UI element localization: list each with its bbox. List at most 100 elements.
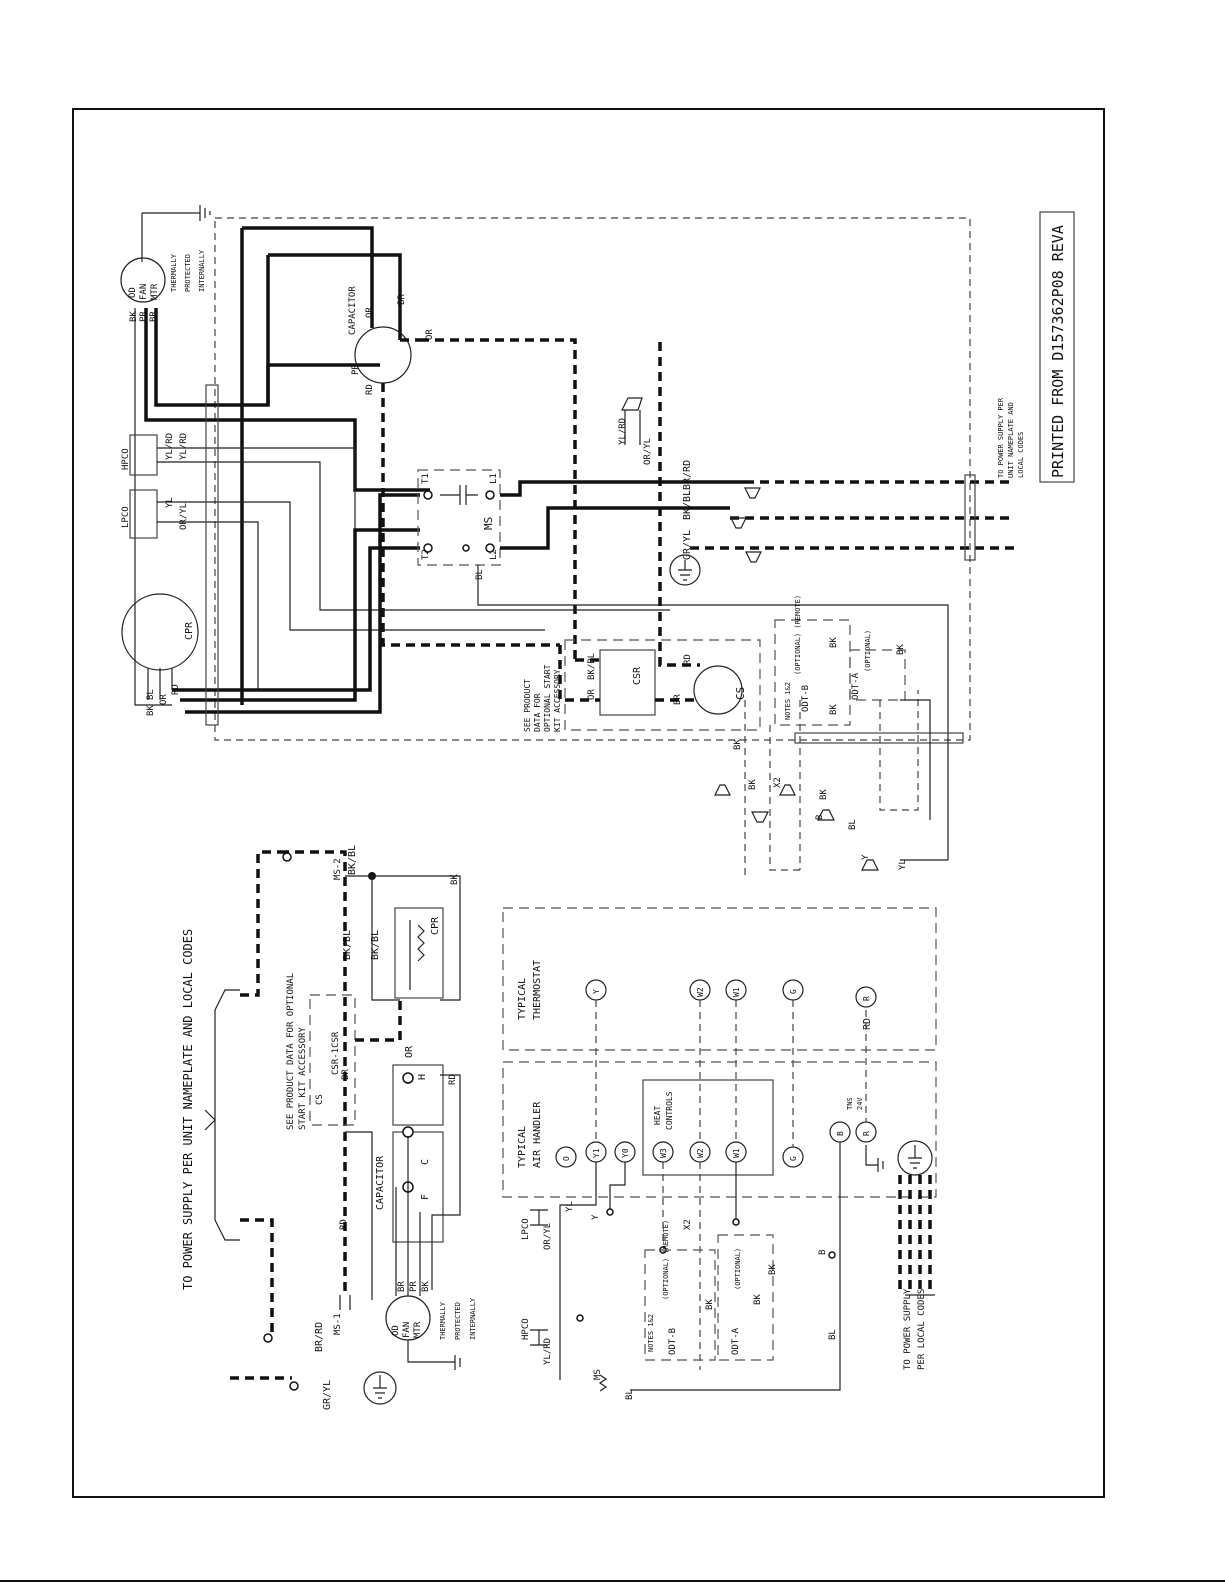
- lpco-wire-2: OR/YL: [179, 503, 189, 530]
- upper-capacitor-label: CAPACITOR: [348, 286, 358, 335]
- power-brace: [204, 989, 240, 1241]
- kit-note-2: OPTIONAL START: [543, 664, 552, 732]
- upper-fan-wire-br: BR: [149, 311, 159, 322]
- air-handler-title-1: AIR HANDLER: [532, 1101, 543, 1168]
- lower-supply-2: [240, 1218, 274, 1336]
- lower-ms1: MS-1: [333, 1313, 343, 1335]
- lower-label-bkbl-top: BK/BL: [347, 845, 358, 875]
- tstat-term-r: [855, 986, 877, 1008]
- odt-bk-2: BK: [829, 704, 839, 715]
- stamp-text: PRINTED FROM D157362P08 REVA: [1049, 225, 1067, 478]
- ms-t1: T1: [421, 473, 431, 484]
- ctl-hpco: HPCO: [521, 1318, 531, 1340]
- plug-label-oryl: OR/YL: [643, 438, 653, 465]
- line-plugs: [730, 487, 762, 563]
- lower-odt-bk-3: BK: [768, 1264, 778, 1275]
- lower-bkbl-line: [371, 876, 400, 1001]
- ctl-node-5: [828, 1251, 836, 1259]
- lower-capacitor-box: [392, 1131, 444, 1243]
- line-label-gryl: GR/YL: [682, 530, 693, 560]
- upper-power-note-0: TO POWER SUPPLY PER: [997, 397, 1005, 478]
- lower-odt-bk-2: BK: [753, 1294, 763, 1305]
- cap-wire-or2: OR: [425, 329, 435, 340]
- lower-h: H: [417, 1074, 428, 1080]
- lower-capacitor: CAPACITOR: [375, 1155, 386, 1210]
- chassis-bar: [205, 384, 219, 726]
- lower-start-kit-box: [309, 994, 356, 1126]
- lower-odt-a-opt: (OPTIONAL): [734, 1248, 742, 1290]
- odt-bk-3: BK: [896, 644, 906, 655]
- lower-cpr: CPR: [430, 916, 441, 935]
- upper-capacitor-circle: [354, 326, 412, 384]
- odt-notes: NOTES 1&2: [784, 682, 792, 720]
- upper-odt: NOTES 1&2 ODT-B (OPTIONAL) (REMOTE) ODT-…: [774, 595, 906, 726]
- ah-w1: W1: [732, 1148, 741, 1158]
- lower-odt-notes: NOTES 1&2: [647, 1314, 655, 1352]
- ctl-bl-wire: [630, 1142, 841, 1391]
- cap-rd-dash: [381, 383, 560, 647]
- lower-cap-h-box: [392, 1064, 444, 1126]
- lpco-wire-line-2: [157, 521, 259, 690]
- contactor-box: [417, 469, 501, 566]
- lower-odt-a-box: [717, 1234, 774, 1361]
- odt-a-opt: (OPTIONAL): [864, 630, 872, 672]
- cap-wire-rd: RD: [365, 384, 375, 395]
- csr-box: [599, 649, 656, 716]
- ctl-hpco-switch: [530, 1329, 548, 1346]
- lower-odt-bk-1: BK: [705, 1299, 715, 1310]
- upper-diagram: PRINTED FROM D157362P08 REVA OD FAN MTR …: [120, 205, 1075, 880]
- ah-b: B: [836, 1131, 845, 1136]
- ctl-node-2: [606, 1208, 614, 1216]
- cpr-leads: [147, 668, 173, 700]
- cpr-to-t1: [185, 493, 420, 714]
- lower-bkbl-b: BK/BL: [370, 930, 381, 960]
- lower-label-brrd: BR/RD: [314, 1322, 325, 1352]
- ah-ground-symbol: [897, 1140, 933, 1176]
- upper-capacitor: CAPACITOR PR OR BR RD OR: [348, 286, 435, 395]
- kit-note-3: KIT ACCESSORY: [553, 669, 562, 732]
- upper-ground-lines: [678, 560, 692, 581]
- kit-wire-rd: RD: [683, 654, 693, 665]
- heat-controls-0: HEAT: [653, 1106, 662, 1125]
- cpr-to-t2: [172, 546, 420, 692]
- ms-l1-term: [485, 490, 495, 500]
- kit-dash-4: [658, 342, 700, 667]
- lower-cpr-winding: [409, 920, 425, 990]
- lower-bkbl-a: BK/BL: [342, 930, 353, 960]
- ctl-node-4: [732, 1218, 740, 1226]
- ctl-bl2: BL: [828, 1329, 838, 1340]
- lower-or-term: [402, 1072, 414, 1084]
- line-l1: [500, 480, 745, 497]
- upper-ground-symbol: [669, 554, 701, 586]
- bottom-rule: [0, 1580, 1225, 1582]
- contactor-ms: T1 T2 L1 L2 MS: [417, 469, 501, 566]
- lower-odt-b-opt: (OPTIONAL) (REMOTE): [662, 1220, 670, 1300]
- field-wire-4: [879, 690, 919, 811]
- tstat-w2: W2: [696, 987, 705, 997]
- odt-b-opt: (OPTIONAL) (REMOTE): [794, 595, 802, 675]
- upper-disconnect: [964, 474, 976, 561]
- cpr-wire-bk: BK: [146, 705, 156, 716]
- ah-w2: W2: [696, 1148, 705, 1158]
- field-yl: YL: [898, 859, 908, 870]
- upper-fan-motor-circle: [120, 257, 166, 303]
- upper-fan-motor: OD FAN MTR THERMALLY PROTECTED INTERNALL…: [120, 249, 206, 322]
- line-label-bkbl: BK/BL: [682, 490, 693, 520]
- field-y: Y: [861, 854, 871, 860]
- lower-power-note: TO POWER SUPPLY PER UNIT NAMEPLATE AND L…: [181, 929, 195, 1290]
- ctl-y: Y: [591, 1214, 601, 1220]
- lpco-label: LPCO: [121, 506, 131, 528]
- tstat-w1: W1: [732, 987, 741, 997]
- ctl-b: B: [818, 1250, 828, 1255]
- cs-circle: [693, 665, 743, 715]
- odt-a-box: [849, 649, 906, 701]
- upper-fan-wire-bk: BK: [129, 311, 139, 322]
- lower-rd2: RD: [339, 1219, 349, 1230]
- lower-ground-symbol: [363, 1371, 397, 1405]
- lower-fan-leads: [395, 1137, 421, 1296]
- lower-f: F: [420, 1194, 431, 1200]
- ah-r: R: [862, 1131, 871, 1136]
- cap-wire-or: OR: [365, 307, 375, 318]
- lower-ms2-line: [280, 850, 347, 1295]
